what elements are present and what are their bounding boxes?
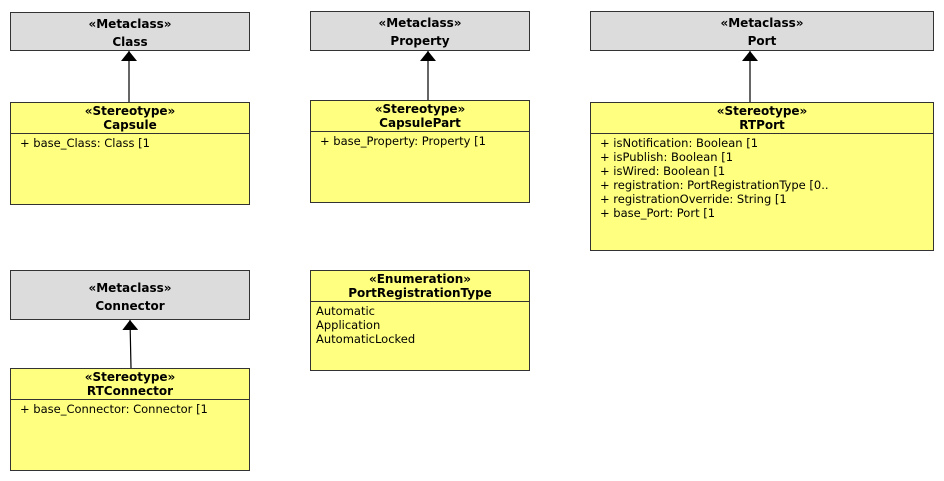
attribute-compartment: + base_Property: Property [1 bbox=[311, 132, 529, 148]
enum-literal[interactable]: Automatic bbox=[316, 304, 375, 318]
literal-compartment: Automatic Application AutomaticLocked bbox=[311, 302, 529, 346]
enumeration-portregistrationtype[interactable]: «Enumeration» PortRegistrationType Autom… bbox=[310, 270, 530, 371]
attribute[interactable]: + base_Connector: Connector [1 bbox=[20, 402, 208, 416]
stereotype-name: RTPort bbox=[739, 118, 785, 132]
metaclass-name: Property bbox=[390, 34, 450, 48]
metaclass-stereotype-label: «Metaclass» bbox=[88, 17, 172, 31]
attribute[interactable]: + isWired: Boolean [1 bbox=[600, 164, 726, 178]
stereotype-header: «Stereotype» RTPort bbox=[591, 103, 933, 134]
stereotype-label: «Stereotype» bbox=[84, 104, 176, 118]
attribute[interactable]: + base_Property: Property [1 bbox=[320, 134, 486, 148]
attribute[interactable]: + base_Class: Class [1 bbox=[20, 136, 150, 150]
enumeration-name: PortRegistrationType bbox=[348, 286, 492, 300]
metaclass-stereotype-label: «Metaclass» bbox=[88, 281, 172, 295]
attribute[interactable]: + isNotification: Boolean [1 bbox=[600, 136, 759, 150]
enumeration-label: «Enumeration» bbox=[368, 272, 472, 286]
metaclass-class[interactable]: «Metaclass» Class bbox=[10, 12, 250, 51]
metaclass-port[interactable]: «Metaclass» Port bbox=[590, 11, 934, 51]
attribute[interactable]: + registrationOverride: String [1 bbox=[600, 192, 787, 206]
stereotype-label: «Stereotype» bbox=[716, 104, 808, 118]
stereotype-name: Capsule bbox=[103, 118, 157, 132]
stereotype-label: «Stereotype» bbox=[84, 370, 176, 384]
attribute[interactable]: + base_Port: Port [1 bbox=[600, 206, 716, 220]
stereotype-header: «Stereotype» Capsule bbox=[11, 103, 249, 134]
stereotype-capsule[interactable]: «Stereotype» Capsule + base_Class: Class… bbox=[10, 102, 250, 205]
stereotype-label: «Stereotype» bbox=[374, 102, 466, 116]
attribute-compartment: + isNotification: Boolean [1 + isPublish… bbox=[591, 134, 933, 220]
stereotype-header: «Stereotype» CapsulePart bbox=[311, 101, 529, 132]
metaclass-name: Connector bbox=[95, 299, 165, 313]
extension-rtconnector-to-connector bbox=[122, 319, 139, 369]
stereotype-capsulepart[interactable]: «Stereotype» CapsulePart + base_Property… bbox=[310, 100, 530, 203]
enumeration-header: «Enumeration» PortRegistrationType bbox=[311, 271, 529, 302]
stereotype-rtconnector[interactable]: «Stereotype» RTConnector + base_Connecto… bbox=[10, 368, 250, 471]
stereotype-rtport[interactable]: «Stereotype» RTPort + isNotification: Bo… bbox=[590, 102, 934, 251]
enum-literal[interactable]: Application bbox=[316, 318, 381, 332]
stereotype-name: CapsulePart bbox=[379, 116, 461, 130]
enum-literal[interactable]: AutomaticLocked bbox=[316, 332, 416, 346]
stereotype-header: «Stereotype» RTConnector bbox=[11, 369, 249, 400]
attribute[interactable]: + registration: PortRegistrationType [0.… bbox=[600, 178, 829, 192]
metaclass-stereotype-label: «Metaclass» bbox=[378, 16, 462, 30]
metaclass-property[interactable]: «Metaclass» Property bbox=[310, 11, 530, 51]
metaclass-stereotype-label: «Metaclass» bbox=[720, 16, 804, 30]
attribute-compartment: + base_Connector: Connector [1 bbox=[11, 400, 249, 416]
metaclass-name: Class bbox=[112, 35, 148, 49]
metaclass-name: Port bbox=[747, 34, 777, 48]
stereotype-name: RTConnector bbox=[86, 384, 174, 398]
metaclass-connector[interactable]: «Metaclass» Connector bbox=[10, 270, 250, 320]
attribute[interactable]: + isPublish: Boolean [1 bbox=[600, 150, 734, 164]
attribute-compartment: + base_Class: Class [1 bbox=[11, 134, 249, 150]
